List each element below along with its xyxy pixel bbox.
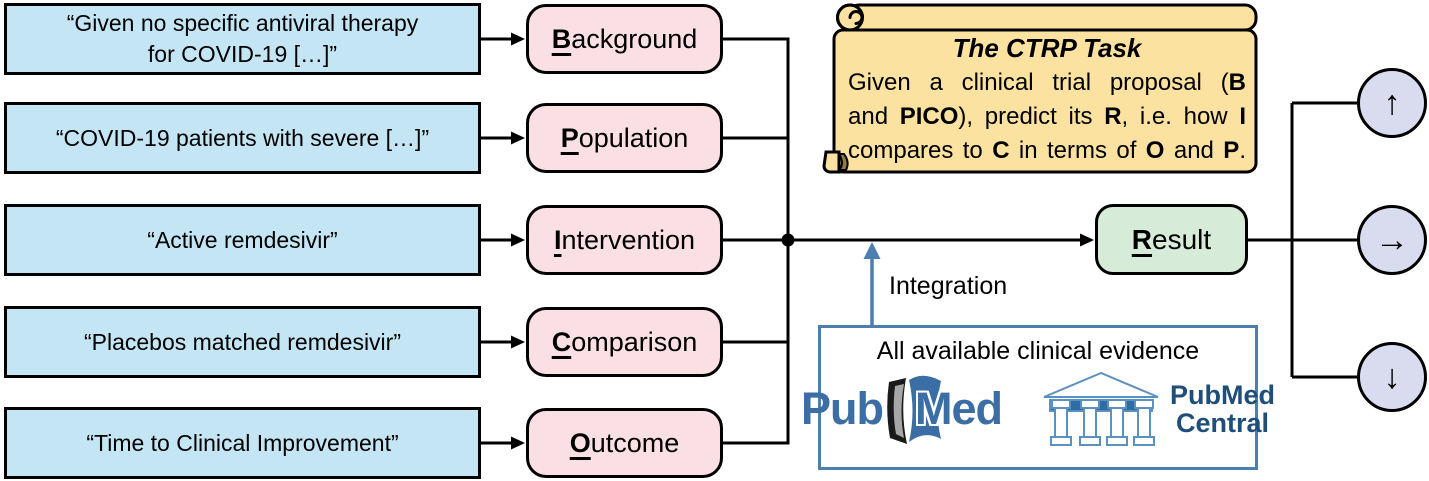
quote-text: “COVID-19 patients with severe […]” bbox=[55, 124, 430, 151]
pubmed-central-logo: PubMed Central bbox=[1040, 370, 1275, 448]
element-label: ntervention bbox=[561, 224, 696, 255]
quote-box-intervention: “Active remdesivir” bbox=[4, 204, 481, 276]
temple-icon bbox=[1043, 371, 1159, 446]
element-initial: O bbox=[569, 427, 591, 458]
scroll-icon bbox=[822, 3, 1258, 174]
up-arrow-icon: ↑ bbox=[1383, 83, 1401, 122]
decision-circle-up: ↑ bbox=[1357, 68, 1427, 138]
quote-box-outcome: “Time to Clinical Improvement” bbox=[4, 407, 481, 479]
right-arrow-icon: → bbox=[1375, 220, 1409, 259]
element-box-outcome: Outcome bbox=[526, 408, 723, 478]
pubmed-wordmark-pub: Pub bbox=[801, 383, 884, 434]
element-initial: C bbox=[551, 326, 572, 357]
element-label: utcome bbox=[590, 427, 680, 458]
quote-text: “Active remdesivir” bbox=[147, 226, 338, 253]
element-box-intervention: Intervention bbox=[526, 205, 723, 275]
result-label: esult bbox=[1152, 223, 1212, 255]
pubmed-logo: Pub Med bbox=[801, 374, 1003, 444]
arrowhead-population bbox=[511, 131, 525, 145]
result-initial: R bbox=[1131, 223, 1153, 255]
black-arrowheads bbox=[511, 32, 1094, 450]
arrowhead-intervention bbox=[511, 233, 525, 247]
arrowhead-comparison bbox=[511, 335, 525, 349]
integration-arrow bbox=[863, 242, 881, 326]
quote-box-population: “COVID-19 patients with severe […]” bbox=[4, 102, 481, 174]
pubmed-wordmark-med: Med bbox=[915, 383, 1003, 434]
black-connectors bbox=[481, 37, 1357, 445]
evidence-heading: All available clinical evidence bbox=[876, 337, 1200, 365]
logo-row: Pub Med bbox=[801, 370, 1275, 448]
arrowhead-background bbox=[511, 32, 525, 46]
element-label: omparison bbox=[571, 326, 698, 357]
quote-box-comparison: “Placebos matched remdesivir” bbox=[4, 306, 481, 378]
arrowhead-result bbox=[1080, 233, 1094, 247]
arrowhead-outcome bbox=[511, 436, 525, 450]
integration-label: Integration bbox=[889, 272, 1008, 300]
pmc-line2: Central bbox=[1175, 408, 1270, 438]
element-box-background: Background bbox=[526, 4, 723, 74]
task-note-text: The CTRP Task Given a clinical trial pro… bbox=[848, 33, 1246, 168]
element-initial: B bbox=[551, 23, 572, 54]
ctrp-task-note: The CTRP Task Given a clinical trial pro… bbox=[818, 0, 1263, 180]
pubmed-central-wordmark: PubMed Central bbox=[1170, 381, 1275, 437]
element-initial: I bbox=[553, 224, 562, 255]
quote-text: “Given no specific antiviral therapy for… bbox=[66, 10, 419, 67]
element-box-comparison: Comparison bbox=[526, 307, 723, 377]
result-box: Result bbox=[1095, 204, 1248, 275]
open-book-icon bbox=[887, 375, 941, 444]
quote-text: “Time to Clinical Improvement” bbox=[86, 429, 399, 456]
decision-circle-down: ↓ bbox=[1357, 342, 1427, 412]
decision-circle-right: → bbox=[1357, 205, 1427, 275]
element-box-population: Population bbox=[526, 103, 723, 173]
task-note-title: The CTRP Task bbox=[952, 33, 1142, 63]
element-label: opulation bbox=[578, 122, 689, 153]
quote-text: “Placebos matched remdesivir” bbox=[83, 328, 401, 355]
evidence-box: All available clinical evidence Pub Med bbox=[801, 325, 1275, 470]
element-initial: P bbox=[560, 122, 579, 153]
element-label: ackground bbox=[571, 23, 698, 54]
junction-dot bbox=[781, 233, 795, 247]
quote-box-background: “Given no specific antiviral therapy for… bbox=[4, 3, 481, 75]
down-arrow-icon: ↓ bbox=[1383, 357, 1401, 396]
pmc-line1: PubMed bbox=[1170, 380, 1275, 410]
